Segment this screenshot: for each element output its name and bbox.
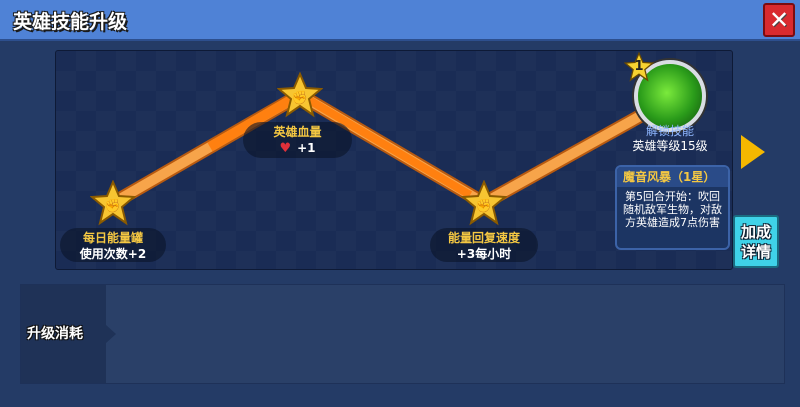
node-name: 每日能量罐 (82, 231, 143, 245)
node-label-hero-hp: 英雄血量 ♥ +1 (243, 122, 352, 158)
node-value: 使用次数+2 (79, 247, 147, 261)
close-button[interactable]: ✕ (763, 3, 795, 37)
arrow-right-icon[interactable] (741, 135, 765, 169)
svg-text:✊: ✊ (105, 198, 121, 214)
node-value: +1 (297, 141, 316, 155)
upgrade-cost-panel: 升级消耗 (20, 284, 785, 384)
tooltip-body: 第5回合开始：吹回随机敌军生物，对敌方英雄造成7点伤害 (623, 190, 722, 229)
star-fist-icon[interactable]: ✊ (277, 72, 323, 118)
cost-label: 升级消耗 (27, 326, 83, 342)
skill-requirement: 英雄等级15级 (632, 139, 708, 153)
tooltip-title: 魔音风暴（1星） (617, 167, 728, 187)
node-name: 能量回复速度 (447, 231, 520, 245)
star-level: 1 (634, 59, 644, 74)
detail-button[interactable]: 加成详情 (733, 215, 779, 268)
node-name: 英雄血量 (273, 125, 322, 139)
node-label-daily-energy: 每日能量罐 使用次数+2 (60, 228, 166, 262)
page-title: 英雄技能升级 (13, 11, 128, 33)
cost-label-box: 升级消耗 (21, 285, 116, 383)
skill-status: 解锁技能 (645, 124, 694, 138)
node-value: +3每小时 (456, 247, 512, 261)
title-bar: 英雄技能升级 ✕ (0, 0, 800, 41)
heart-icon: ♥ (279, 141, 292, 156)
star-fist-icon[interactable]: ✊ (90, 180, 136, 226)
star-icon (623, 51, 655, 82)
close-x-icon: ✕ (768, 6, 790, 34)
svg-text:✊: ✊ (292, 90, 308, 106)
star-fist-icon[interactable]: ✊ (461, 180, 507, 226)
svg-text:✊: ✊ (476, 198, 492, 214)
skill-star-badge: 1 (623, 51, 655, 82)
node-label-energy-regen: 能量回复速度 +3每小时 (430, 228, 538, 262)
skill-tooltip: 魔音风暴（1星） 第5回合开始：吹回随机敌军生物，对敌方英雄造成7点伤害 (615, 165, 730, 250)
